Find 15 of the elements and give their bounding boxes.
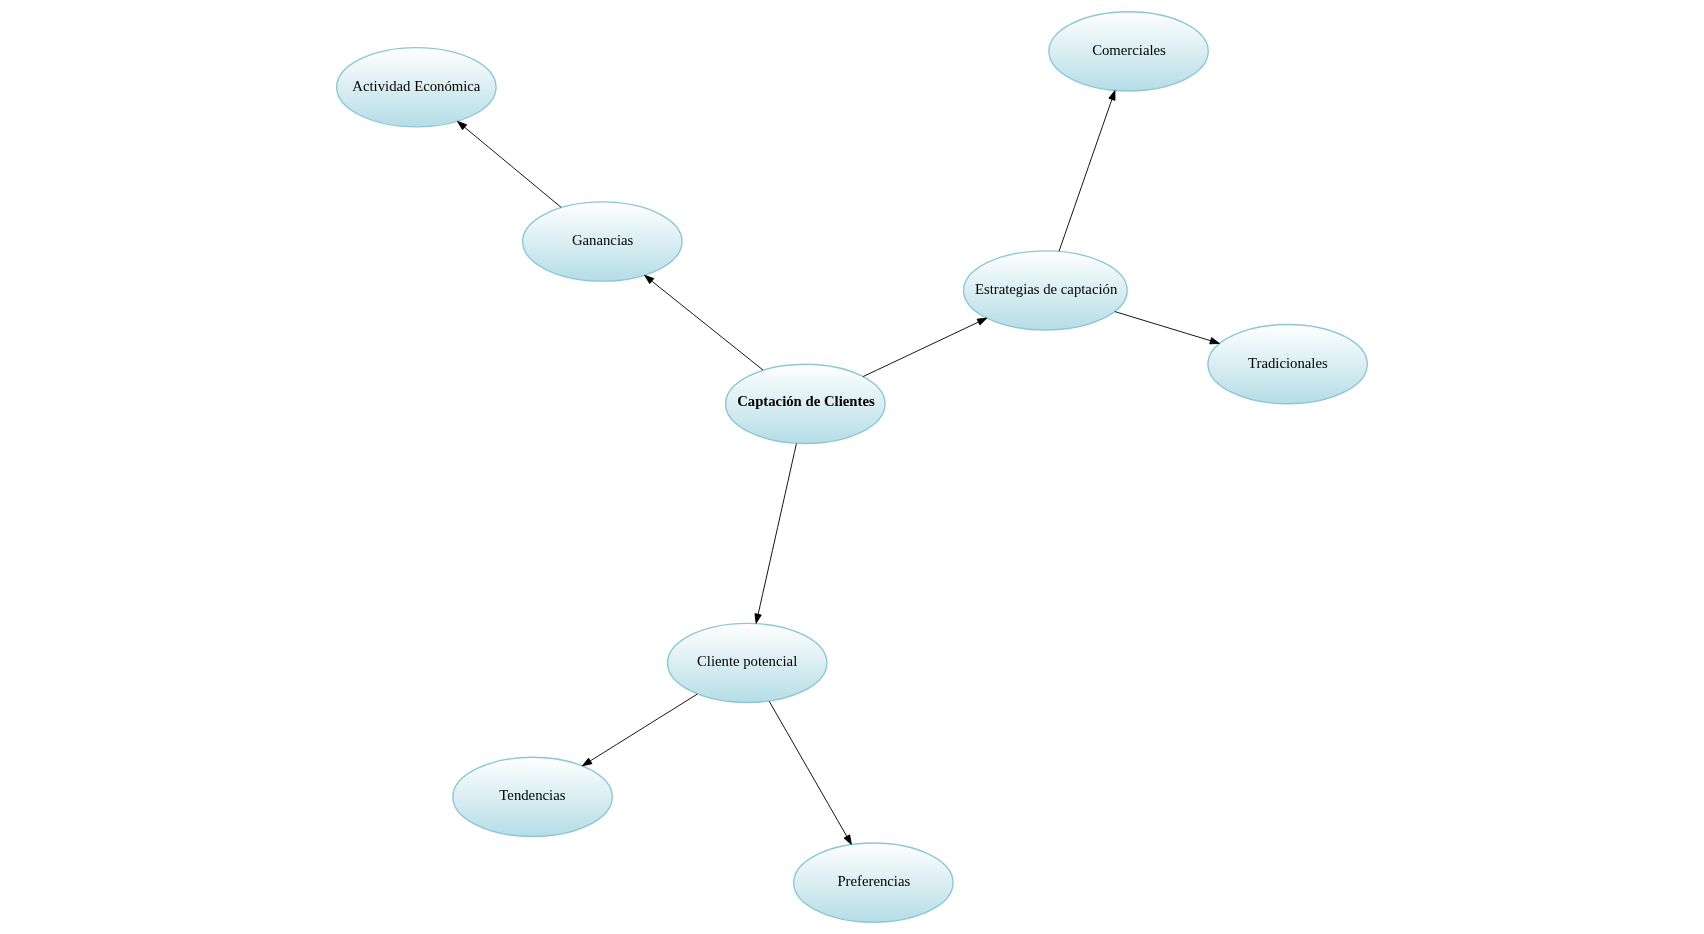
arrow — [754, 443, 797, 624]
arrow — [457, 120, 562, 208]
node-ellipse: Cliente potencial — [666, 622, 828, 704]
arrow — [644, 274, 764, 371]
arrow — [582, 693, 698, 767]
node-ellipse: Preferencias — [792, 842, 954, 923]
node-ellipse: Ganancias — [521, 201, 683, 282]
arrow — [1114, 311, 1220, 345]
arrow — [862, 317, 988, 378]
node-ellipse: Actividad Económica — [336, 46, 497, 128]
arrow — [768, 700, 852, 845]
node-ellipse: Comerciales — [1048, 11, 1209, 92]
node-ellipse: Estrategias de captación — [962, 250, 1128, 331]
arrow — [1058, 90, 1116, 252]
node-ellipse: Captación de Clientes — [724, 363, 886, 445]
